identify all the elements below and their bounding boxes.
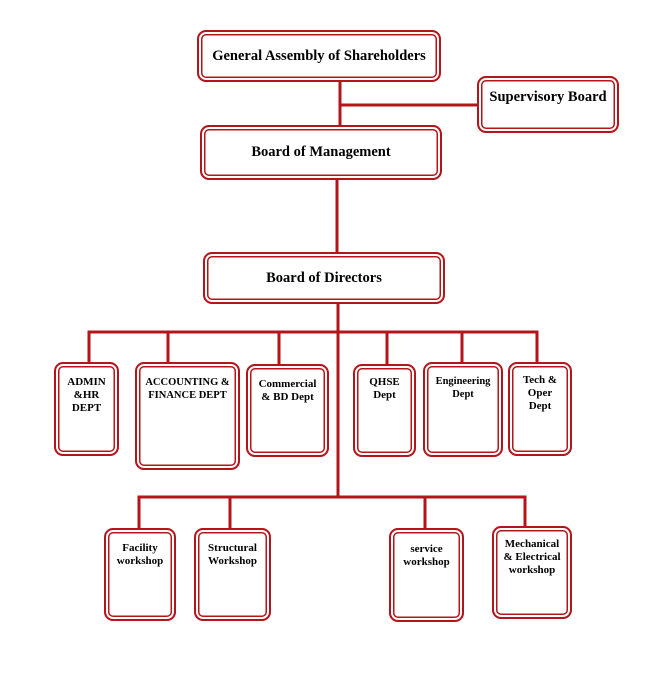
workshop-service-box: service workshop [389,528,464,622]
board-of-management-box: Board of Management [200,125,442,180]
board-of-management-label: Board of Management [251,144,391,160]
shareholders-box: General Assembly of Shareholders [197,30,441,82]
dept-tech-oper-label: Tech & Oper Dept [522,374,558,412]
dept-engineering-label: Engineering Dept [435,376,491,400]
board-of-directors-label: Board of Directors [266,269,382,286]
workshop-service-label: service workshop [403,543,450,568]
workshop-structural-box: Structural Workshop [194,528,271,621]
workshop-facility-box: Facility workshop [104,528,176,621]
workshop-structural-label: Structural Workshop [208,542,257,567]
dept-qhse-box: QHSE Dept [353,364,416,457]
board-of-directors-box: Board of Directors [203,252,445,304]
workshop-mechanical-electrical-box: Mechanical & Electrical workshop [492,526,572,619]
dept-commercial-bd-box: Commercial & BD Dept [246,364,329,457]
shareholders-label: General Assembly of Shareholders [212,47,426,64]
dept-engineering-box: Engineering Dept [423,362,503,457]
dept-commercial-bd-label: Commercial & BD Dept [258,378,317,403]
dept-admin-hr-label: ADMIN &HR DEPT [67,376,106,414]
dept-admin-hr-box: ADMIN &HR DEPT [54,362,119,456]
workshop-mechanical-electrical-label: Mechanical & Electrical workshop [503,538,561,576]
dept-qhse-label: QHSE Dept [369,376,400,401]
dept-tech-oper-box: Tech & Oper Dept [508,362,572,456]
dept-accounting-finance-label: ACCOUNTING & FINANCE DEPT [145,377,230,401]
supervisory-board-label: Supervisory Board [489,89,607,105]
workshop-facility-label: Facility workshop [116,542,164,567]
dept-accounting-finance-box: ACCOUNTING & FINANCE DEPT [135,362,240,470]
supervisory-board-box: Supervisory Board [477,76,619,133]
